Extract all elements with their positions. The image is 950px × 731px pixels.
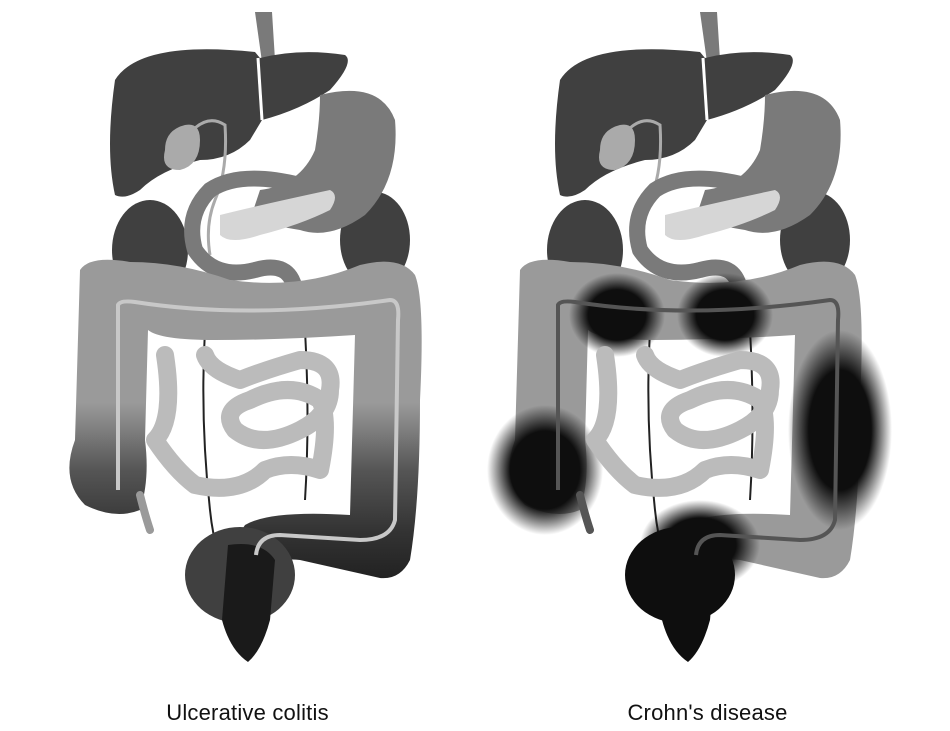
colon	[69, 259, 422, 600]
appendix	[576, 491, 594, 534]
caption-crohns-disease: Crohn's disease	[627, 700, 788, 725]
stomach	[250, 90, 396, 233]
crohns-disease-illustration	[487, 12, 892, 662]
panel-ulcerative-colitis: Ulcerative colitis	[69, 12, 422, 725]
inflammation-patches	[487, 273, 892, 590]
appendix	[136, 491, 154, 534]
small-intestine	[586, 346, 780, 497]
esophagus	[700, 12, 720, 62]
caption-ulcerative-colitis: Ulcerative colitis	[166, 700, 329, 725]
small-intestine	[146, 346, 340, 497]
stomach	[695, 90, 841, 233]
rectum	[222, 544, 275, 662]
gallbladder	[164, 124, 200, 170]
ulcerative-colitis-illustration	[69, 12, 422, 662]
duodenum	[184, 170, 308, 298]
colon	[509, 259, 862, 600]
panel-crohns-disease: Crohn's disease	[475, 0, 950, 731]
duodenum	[629, 170, 753, 298]
pancreas	[220, 190, 335, 240]
pancreas	[665, 190, 780, 240]
esophagus	[255, 12, 275, 62]
gallbladder	[599, 124, 635, 170]
